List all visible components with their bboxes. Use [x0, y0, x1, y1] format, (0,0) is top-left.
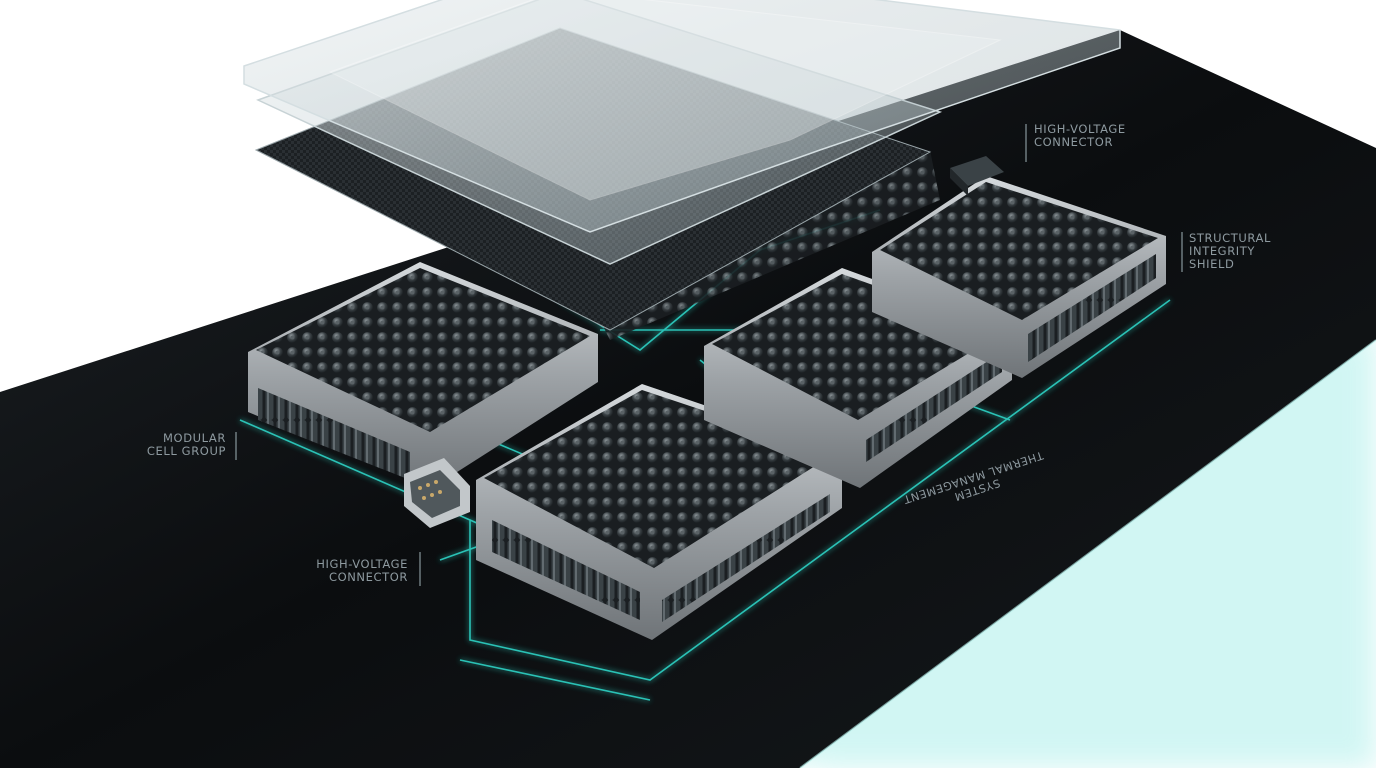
callout-hv-connector-top: HIGH-VOLTAGE CONNECTOR	[1034, 123, 1126, 149]
callout-line: CONNECTOR	[328, 570, 408, 584]
structural-integrity-shield	[243, 0, 1121, 331]
callout-line: CONNECTOR	[1034, 135, 1114, 149]
d-sub-connector-icon	[404, 458, 470, 528]
callout-line: HIGH-VOLTAGE	[316, 557, 408, 571]
callout-line: CELL GROUP	[146, 444, 226, 458]
callout-line: INTEGRITY	[1189, 244, 1256, 258]
battery-module-d	[872, 176, 1166, 378]
callout-leaders	[235, 124, 1183, 586]
callout-hv-connector-bottom: HIGH-VOLTAGE CONNECTOR	[290, 558, 408, 584]
callout-modular-cell-group: MODULAR CELL GROUP	[110, 432, 226, 458]
rear-connector-icon	[950, 156, 1004, 196]
battery-module-a	[248, 262, 598, 488]
callout-structural-shield: STRUCTURAL INTEGRITY SHIELD	[1189, 232, 1271, 271]
callout-line: MODULAR	[163, 431, 226, 445]
callout-line: SHIELD	[1189, 257, 1235, 271]
callout-line: HIGH-VOLTAGE	[1034, 122, 1126, 136]
base-plate-edge	[799, 339, 1376, 768]
callout-line: STRUCTURAL	[1189, 231, 1272, 245]
